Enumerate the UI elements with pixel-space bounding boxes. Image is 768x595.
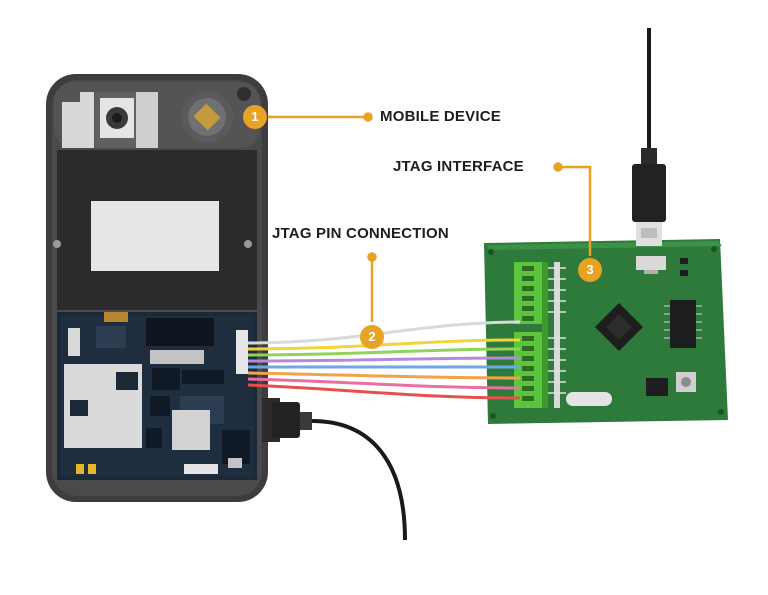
wire-pink (247, 377, 521, 390)
crystal-oscillator (566, 392, 612, 406)
usb-port-board (636, 256, 666, 270)
callout-leaders (268, 112, 592, 322)
jtag-wires (247, 320, 521, 400)
battery-label (91, 201, 219, 271)
main-chip (146, 318, 214, 346)
eeprom-chip (670, 300, 696, 348)
wire-white (247, 320, 521, 345)
callout-badge-1: 1 (243, 105, 267, 129)
wire-purple (247, 356, 521, 363)
usb-cable-phone (311, 419, 407, 541)
label-mobile-device: MOBILE DEVICE (380, 108, 501, 125)
screw-right-icon (244, 240, 252, 248)
callout-badge-2: 2 (360, 325, 384, 349)
label-jtag-interface: JTAG INTERFACE (393, 158, 524, 175)
phone-bracket-left (62, 92, 94, 148)
flex-connector (236, 330, 248, 374)
usb-connector-board (632, 28, 666, 246)
leader-2-dot (367, 252, 377, 262)
jtag-interface-board (484, 239, 728, 424)
wire-orange (247, 371, 521, 380)
wire-red (247, 383, 521, 400)
mobile-device (46, 74, 312, 502)
screw-left-icon (53, 240, 61, 248)
callout-badge-3: 3 (578, 258, 602, 282)
leader-1-dot (363, 112, 373, 122)
vibration-motor-icon (193, 103, 221, 131)
wire-green (247, 347, 521, 357)
label-jtag-pin-connection: JTAG PIN CONNECTION (272, 225, 449, 242)
leader-3-dot (553, 162, 563, 172)
wire-yellow (247, 338, 521, 351)
phone-bracket-right (136, 92, 158, 148)
leader-3 (558, 165, 592, 256)
terminal-block-top (514, 262, 542, 324)
shield-can-right (172, 410, 210, 450)
